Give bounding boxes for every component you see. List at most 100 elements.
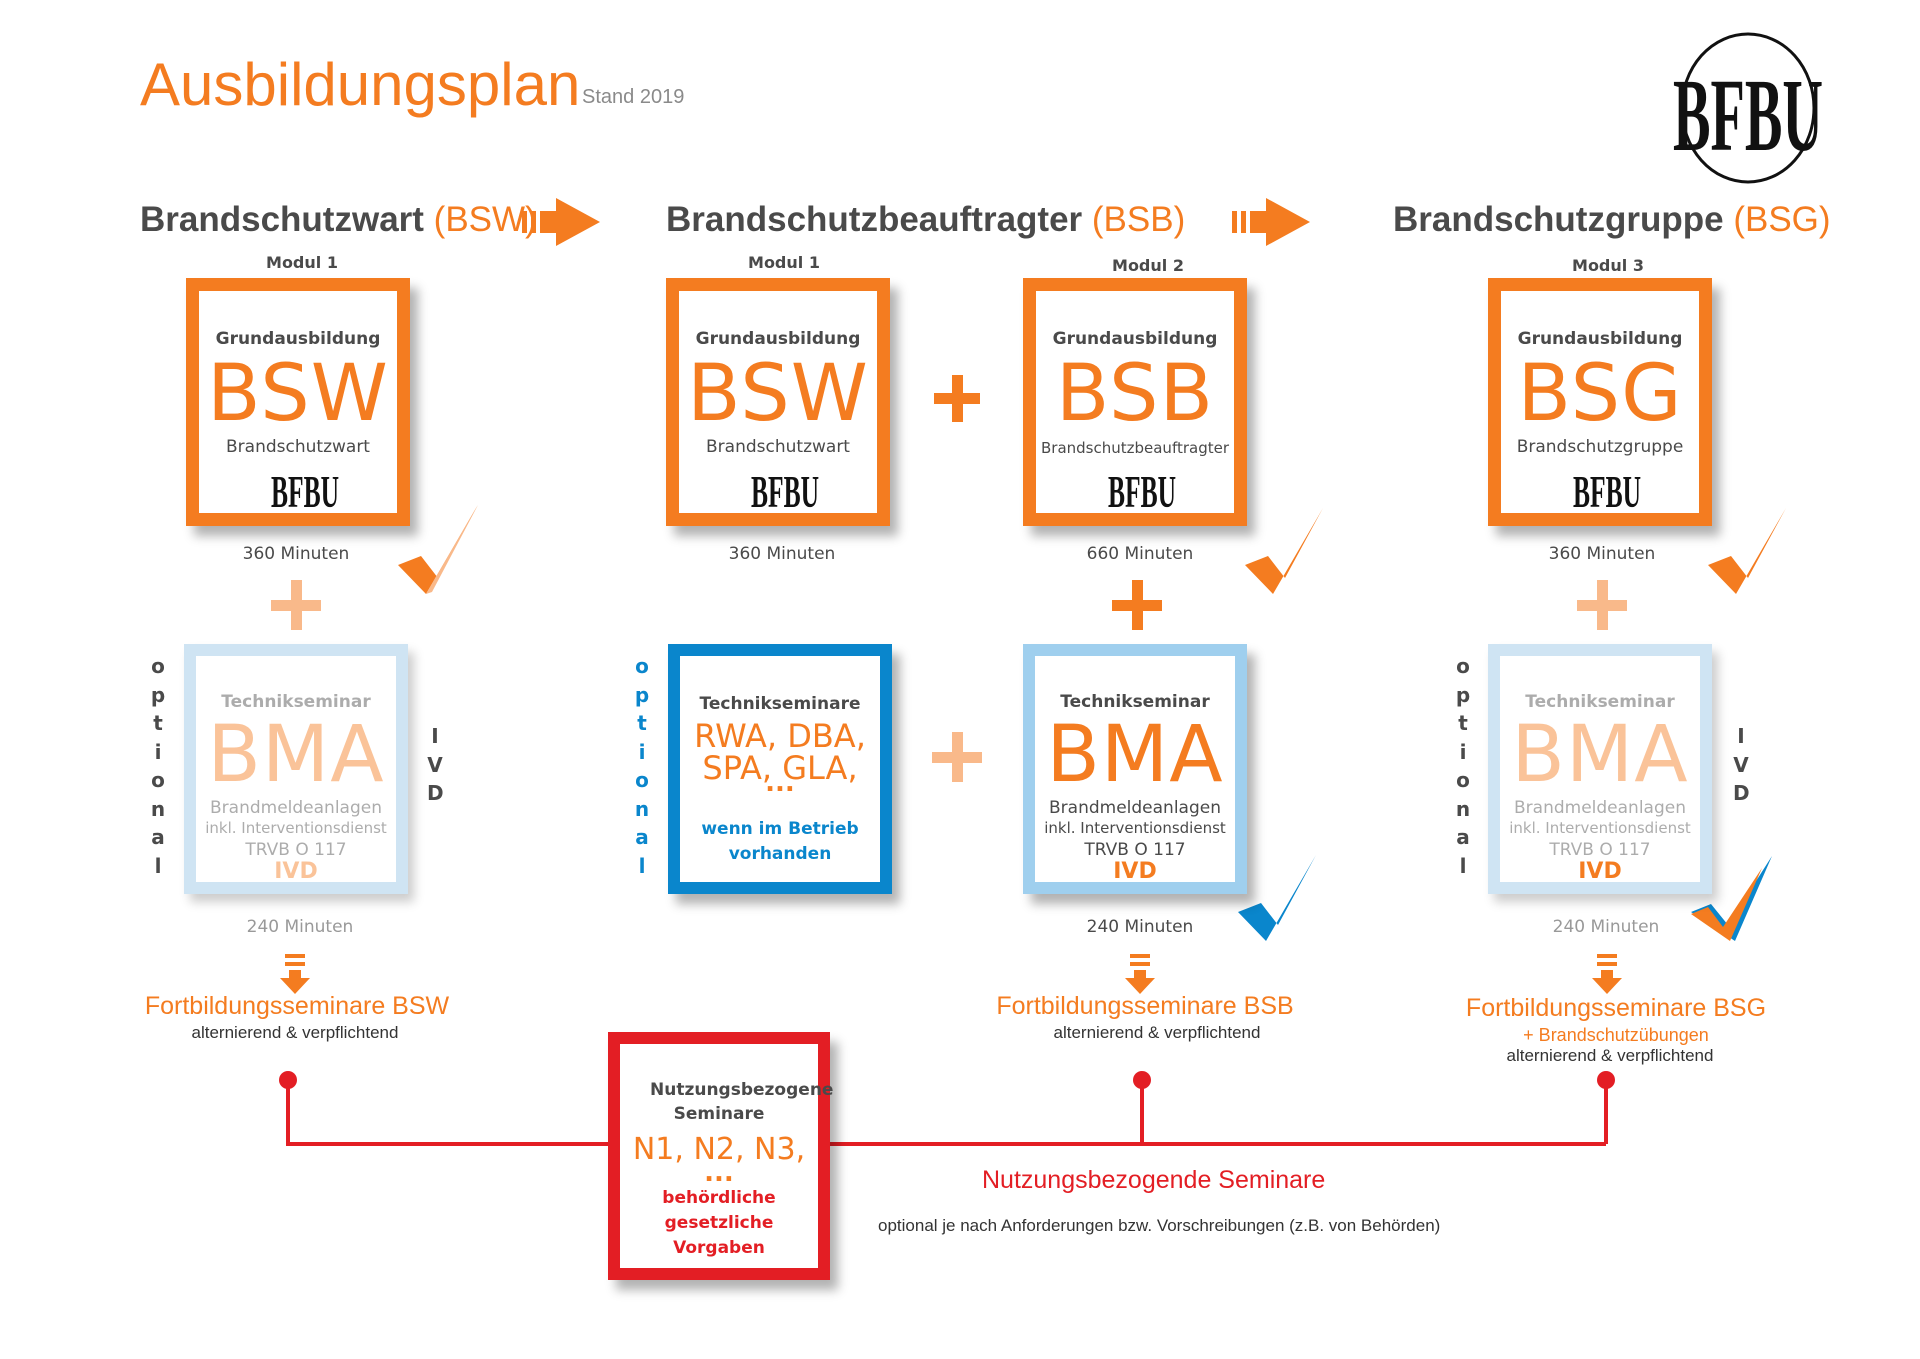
fortbildung-title: Fortbildungsseminare BSB [996, 992, 1294, 1020]
nutzung-caption: Nutzungsbezogende Seminare [982, 1166, 1326, 1194]
module-code: BSG [1517, 349, 1683, 439]
checkmark-icon [1708, 508, 1786, 594]
module-label: Modul 1 [266, 253, 338, 272]
fortbildung-title: Fortbildungsseminare BSG [1465, 994, 1767, 1022]
header-bsw: Brandschutzwart (BSW) [140, 200, 537, 239]
bfbu-logo-small: BFBU [751, 466, 819, 513]
module-code: BSW [687, 349, 869, 439]
technik-minutes: 240 Minuten [246, 917, 354, 937]
plus-icon [1112, 580, 1162, 630]
module-subtitle: Grundausbildung [1517, 329, 1683, 349]
arrow-down-icon [1592, 954, 1622, 994]
technik-line: inkl. Interventionsdienst [1509, 819, 1691, 837]
technik-line: Brandmeldeanlagen [210, 798, 382, 818]
fortbildung-subtitle: alternierend & verpflichtend [191, 1023, 399, 1042]
technik-minutes: 240 Minuten [1086, 917, 1194, 937]
svg-text:BFBU: BFBU [1108, 466, 1176, 513]
module-box-bsg: Grundausbildung BSG Brandschutzgruppe BF… [1488, 278, 1712, 526]
technik-note: vorhanden [728, 844, 832, 864]
arrow-down-icon [280, 954, 310, 994]
technik-code: BMA [1046, 710, 1224, 800]
optional-vertical-label: optional [1455, 654, 1471, 878]
module-subtitle: Grundausbildung [215, 329, 381, 349]
arrow-right-icon [1232, 198, 1310, 246]
fortbildung-subtitle: alternierend & verpflichtend [1506, 1046, 1714, 1065]
module-label: Modul 3 [1572, 256, 1644, 275]
module-minutes: 360 Minuten [242, 544, 350, 564]
bfbu-logo-small: BFBU [271, 466, 339, 513]
arrow-right-icon [522, 198, 600, 246]
connector-dot [1133, 1071, 1151, 1089]
technik-code: BMA [207, 710, 385, 800]
plus-icon [932, 732, 982, 782]
nutzung-note: gesetzliche [664, 1213, 774, 1233]
module-box-bsw: Grundausbildung BSW Brandschutzwart BFBU [186, 278, 410, 526]
technik-box-bma: Technikseminar BMA Brandmeldeanlagen ink… [1023, 644, 1247, 894]
technik-box-bma-optional: Technikseminar BMA Brandmeldeanlagen ink… [1488, 644, 1712, 894]
nutzung-note: Vorgaben [673, 1238, 765, 1258]
technik-ivd: IVD [274, 859, 318, 884]
ivd-vertical-label: IVD [1733, 724, 1750, 805]
fortbildung-title: Fortbildungsseminare BSW [144, 992, 450, 1020]
technik-codes: RWA, DBA, SPA, GLA, [694, 717, 866, 787]
technik-box-optional: Technikseminare RWA, DBA, SPA, GLA, ... … [668, 644, 892, 894]
nutzung-codes: N1, N2, N3, [632, 1132, 806, 1167]
logo-text: BFBU [1673, 58, 1823, 173]
svg-text:BFBU: BFBU [751, 466, 819, 513]
fortbildung-subtitle: alternierend & verpflichtend [1053, 1023, 1261, 1042]
nutzung-title: Nutzungsbezogene [650, 1080, 834, 1100]
technik-label: Technikseminar [221, 692, 371, 712]
bfbu-logo: BFBU [1673, 32, 1823, 184]
connector-dot [1597, 1071, 1615, 1089]
technik-ivd: IVD [1578, 859, 1622, 884]
checkmark-icon [1238, 855, 1316, 941]
page-title: Ausbildungsplan [140, 51, 581, 118]
module-minutes: 360 Minuten [1548, 544, 1656, 564]
optional-vertical-label: optional [150, 654, 166, 878]
module-minutes: 660 Minuten [1086, 544, 1194, 564]
bfbu-logo-small: BFBU [1573, 466, 1641, 513]
module-minutes: 360 Minuten [728, 544, 836, 564]
module-name: Brandschutzbeauftragter [1040, 439, 1229, 457]
plus-icon [1577, 580, 1627, 630]
technik-line: inkl. Interventionsdienst [1044, 819, 1226, 837]
connector-dot [279, 1071, 297, 1089]
module-subtitle: Grundausbildung [695, 329, 861, 349]
nutzung-ellipsis: ... [704, 1158, 734, 1188]
module-code: BSW [207, 349, 389, 439]
module-box-bsb: Grundausbildung BSB Brandschutzbeauftrag… [1023, 278, 1247, 526]
nutzung-note-text: optional je nach Anforderungen bzw. Vors… [878, 1216, 1441, 1235]
svg-text:BFBU: BFBU [271, 466, 339, 513]
technik-line: TRVB O 117 [1084, 840, 1186, 860]
module-box-bsw: Grundausbildung BSW Brandschutzwart BFBU [666, 278, 890, 526]
checkmark-icon [1691, 856, 1772, 941]
ivd-vertical-label: IVD [427, 724, 444, 805]
technik-label: Technikseminare [699, 694, 861, 714]
technik-label: Technikseminar [1060, 692, 1210, 712]
technik-ellipsis: ... [765, 768, 795, 798]
technik-line: Brandmeldeanlagen [1514, 798, 1686, 818]
checkmark-icon [398, 505, 478, 594]
nutzung-box: Nutzungsbezogene Seminare N1, N2, N3, ..… [608, 1032, 834, 1280]
module-subtitle: Grundausbildung [1052, 329, 1218, 349]
connector-lines [286, 1080, 1608, 1146]
module-code: BSB [1055, 349, 1215, 439]
technik-note: wenn im Betrieb [701, 819, 859, 839]
plus-icon [271, 580, 321, 630]
header-bsg: Brandschutzgruppe (BSG) [1393, 200, 1831, 239]
arrow-down-icon [1125, 954, 1155, 994]
module-name: Brandschutzgruppe [1516, 437, 1684, 457]
module-label: Modul 2 [1112, 256, 1184, 275]
optional-vertical-label: optional [634, 654, 650, 878]
nutzung-title: Seminare [673, 1104, 765, 1124]
header-bsb: Brandschutzbeauftragter (BSB) [666, 200, 1186, 239]
module-label: Modul 1 [748, 253, 820, 272]
technik-ivd: IVD [1113, 859, 1157, 884]
technik-code: BMA [1511, 710, 1689, 800]
technik-box-bma-optional: Technikseminar BMA Brandmeldeanlagen ink… [184, 644, 408, 894]
plus-icon [934, 375, 980, 422]
bfbu-logo-small: BFBU [1108, 466, 1176, 513]
technik-label: Technikseminar [1525, 692, 1675, 712]
checkmark-icon [1245, 508, 1323, 594]
